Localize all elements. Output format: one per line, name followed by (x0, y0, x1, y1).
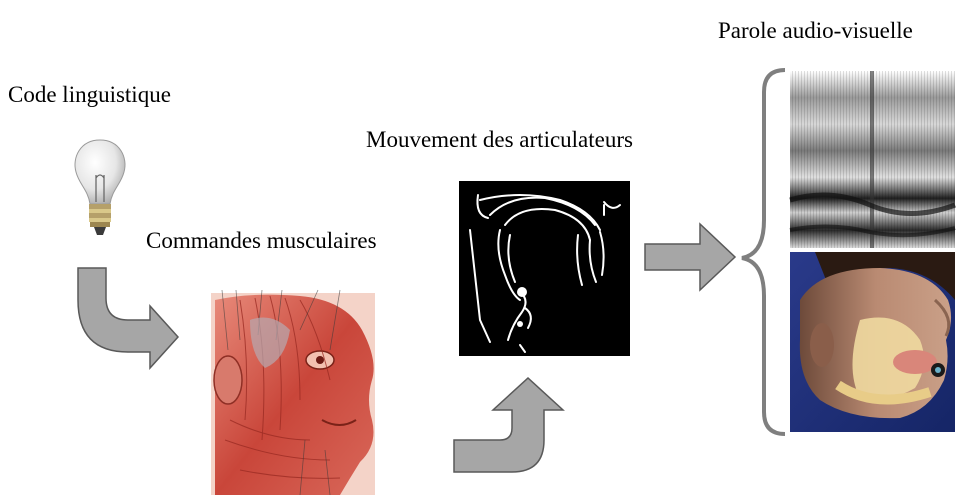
curly-brace-icon (742, 70, 785, 434)
lightbulb-icon (75, 140, 125, 235)
articulator-movement-image (459, 181, 630, 356)
spectrogram-image (790, 71, 955, 248)
talking-head-image (790, 252, 955, 432)
arrow-code-to-muscles (78, 268, 178, 368)
muscle-anatomy-image (211, 290, 375, 495)
arrow-muscles-to-articulators (454, 378, 563, 472)
arrow-to-audiovisual (645, 224, 735, 290)
